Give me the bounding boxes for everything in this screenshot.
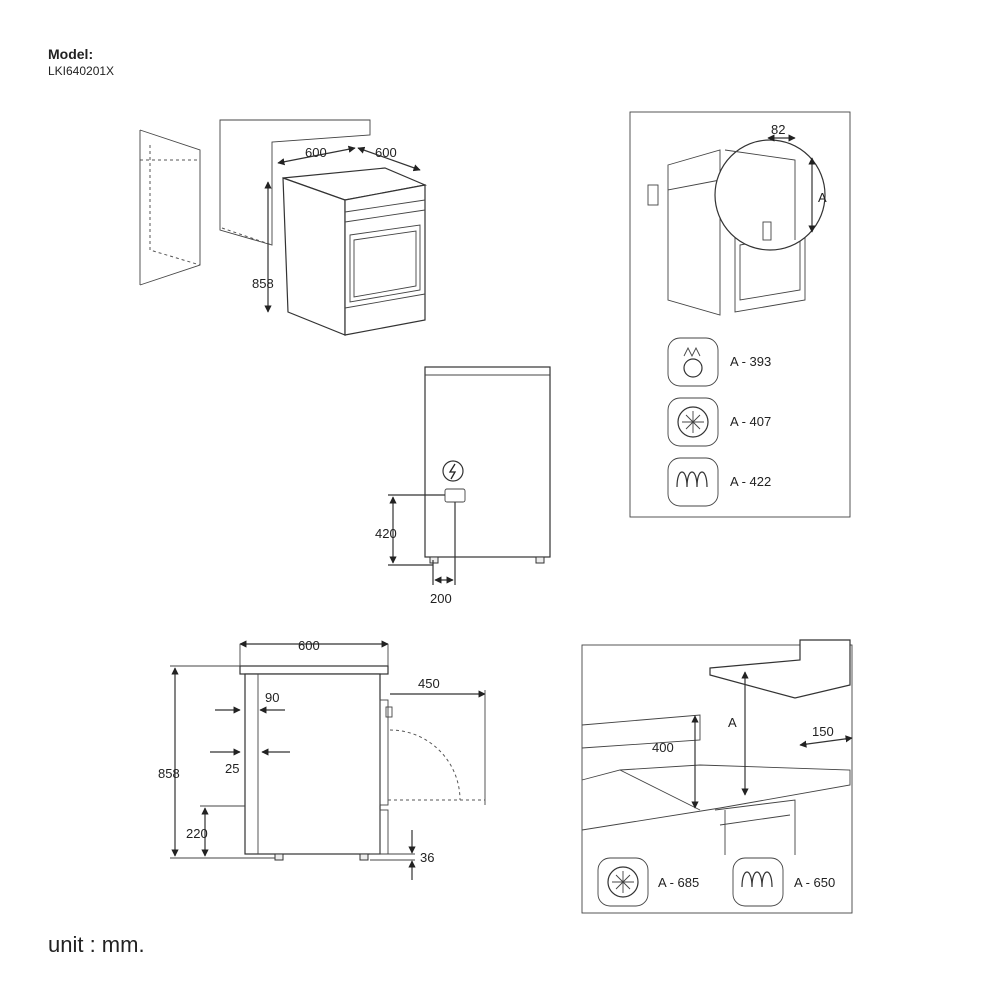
hood-item-fan: A - 685 (658, 875, 699, 890)
hob-clearance-panel: 82 A A - 393 A - 407 A - 422 (629, 111, 851, 518)
fan-icon-hood (597, 857, 649, 907)
hob-item-gas: A - 393 (730, 354, 771, 369)
hob-a-label: A (818, 190, 827, 205)
hood-item-coil: A - 650 (794, 875, 835, 890)
coil-icon (667, 457, 719, 507)
side-width-label: 600 (298, 638, 320, 653)
gap-label: 25 (225, 761, 239, 776)
hob-item-fan: A - 407 (730, 414, 771, 429)
top-offset-label: 90 (265, 690, 279, 705)
hob-tip-offset-label: 82 (771, 122, 785, 137)
iso-width-label: 600 (305, 145, 327, 160)
model-number: LKI640201X (48, 64, 115, 78)
rear-view: 420 200 (375, 366, 551, 606)
fan-icon (667, 397, 719, 447)
side-view: 600 450 90 25 858 220 36 (158, 638, 486, 880)
hob-item-coil: A - 422 (730, 474, 771, 489)
iso-depth-label: 600 (375, 145, 397, 160)
model-label: Model: (48, 46, 94, 62)
side-height-label: 858 (158, 766, 180, 781)
hood-side-clearance-label: 150 (812, 724, 834, 739)
unit-label: unit : mm. (48, 932, 145, 957)
electric-hazard-icon (442, 460, 464, 482)
base-height-label: 220 (186, 826, 208, 841)
door-swing-label: 450 (418, 676, 440, 691)
hood-clearance-panel: 400 A 150 A - 685 A - 650 (581, 639, 853, 914)
isometric-view: 600 600 858 (139, 119, 428, 336)
gas-burner-icon (667, 337, 719, 387)
hood-height-label: 400 (652, 740, 674, 755)
rear-socket-offset-label: 200 (430, 591, 452, 606)
coil-icon-hood (732, 857, 784, 907)
rear-socket-height-label: 420 (375, 526, 397, 541)
hood-a-label: A (728, 715, 737, 730)
iso-height-label: 858 (252, 276, 274, 291)
foot-height-label: 36 (420, 850, 434, 865)
